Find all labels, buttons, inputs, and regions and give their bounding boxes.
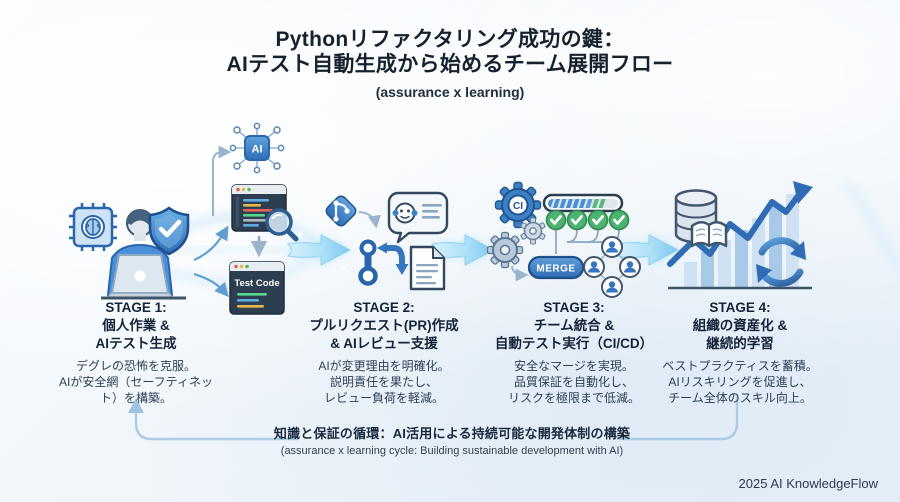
feedback-caption-en: (assurance x learning cycle: Building su… — [280, 445, 624, 457]
connector-person-to-testcode — [193, 272, 229, 298]
git-logo-icon — [325, 195, 357, 227]
ai-review-chat-icon — [387, 191, 449, 244]
shield-check-icon — [148, 206, 190, 256]
team-icon — [583, 236, 641, 298]
ai-chip-label: AI — [252, 144, 263, 156]
ci-label: CI — [513, 201, 523, 212]
stage-3-text: STAGE 3: チーム統合 & 自動テスト実行（CI/CD） 安全なマージを実… — [468, 299, 680, 406]
page-subtitle: (assurance x learning) — [375, 84, 525, 100]
title-block: Pythonリファクタリング成功の鍵： AIテスト自動生成から始めるチーム展開フ… — [0, 27, 900, 100]
pull-request-icon — [358, 239, 409, 286]
feedback-caption-jp: 知識と保証の循環：AI活用による持続可能な開発体制の構築 — [273, 426, 631, 441]
connector-git-to-pr — [358, 211, 381, 229]
check-badges — [545, 209, 630, 254]
merge-label: MERGE — [536, 264, 575, 275]
stage-2-text: STAGE 2: プルリクエスト(PR)作成 & AIレビュー支援 AIが変更理… — [278, 299, 490, 406]
cpu-chip-icon — [69, 203, 117, 251]
connector-person-to-editor — [193, 225, 229, 262]
stage-2-label: STAGE 2: — [353, 300, 415, 315]
stage-3-description: 安全なマージを実現。 品質保証を自動化し、 リスクを極限まで低減。 — [507, 359, 640, 405]
page-title-line1: Pythonリファクタリング成功の鍵： — [275, 28, 625, 51]
connector-person-to-aichip — [212, 145, 232, 216]
sync-icon — [756, 237, 806, 287]
developer-icon — [101, 209, 186, 300]
document-icon — [409, 245, 446, 291]
feedback-loop-arrow — [128, 394, 739, 441]
gears-icon — [486, 217, 546, 269]
stage-2-description: AIが変更理由を明確化。 説明責任を果たし、 レビュー負荷を軽減。 — [318, 359, 450, 405]
stage-4-text: STAGE 4: 組織の資産化 & 継続的学習 ベストプラクティスを蓄積。 AI… — [634, 299, 846, 406]
merge-button: MERGE — [527, 255, 585, 280]
test-code-window: Test Code — [229, 261, 285, 315]
feedback-caption: 知識と保証の循環：AI活用による持続可能な開発体制の構築 (assurance … — [274, 423, 630, 457]
book-icon — [690, 221, 728, 248]
stage-1-label: STAGE 1: — [105, 300, 167, 315]
progress-bar — [542, 193, 624, 213]
ci-gear-icon: CI — [494, 181, 542, 229]
ai-chip-icon: AI — [229, 122, 285, 174]
test-code-label: Test Code — [234, 278, 279, 289]
stage-3-label: STAGE 3: — [543, 300, 605, 315]
connector-gears-to-merge — [511, 265, 529, 282]
stage-1-description: デグレの恐怖を克服。 AIが安全網（セーフティネッ ト）を構築。 — [59, 359, 213, 405]
footer-credit: 2025 AI KnowledgeFlow — [738, 476, 878, 491]
code-review-window — [231, 184, 299, 242]
stage-4-label: STAGE 4: — [709, 300, 771, 315]
stage-1-text: STAGE 1: 個人作業 & AIテスト生成 デグレの恐怖を克服。 AIが安全… — [30, 299, 242, 406]
stage-4-description: ベストプラクティスを蓄積。 AIリスキリングを促進し、 チーム全体のスキル向上。 — [662, 359, 818, 405]
page-title-line2: AIテスト自動生成から始めるチーム展開フロー — [226, 53, 674, 76]
